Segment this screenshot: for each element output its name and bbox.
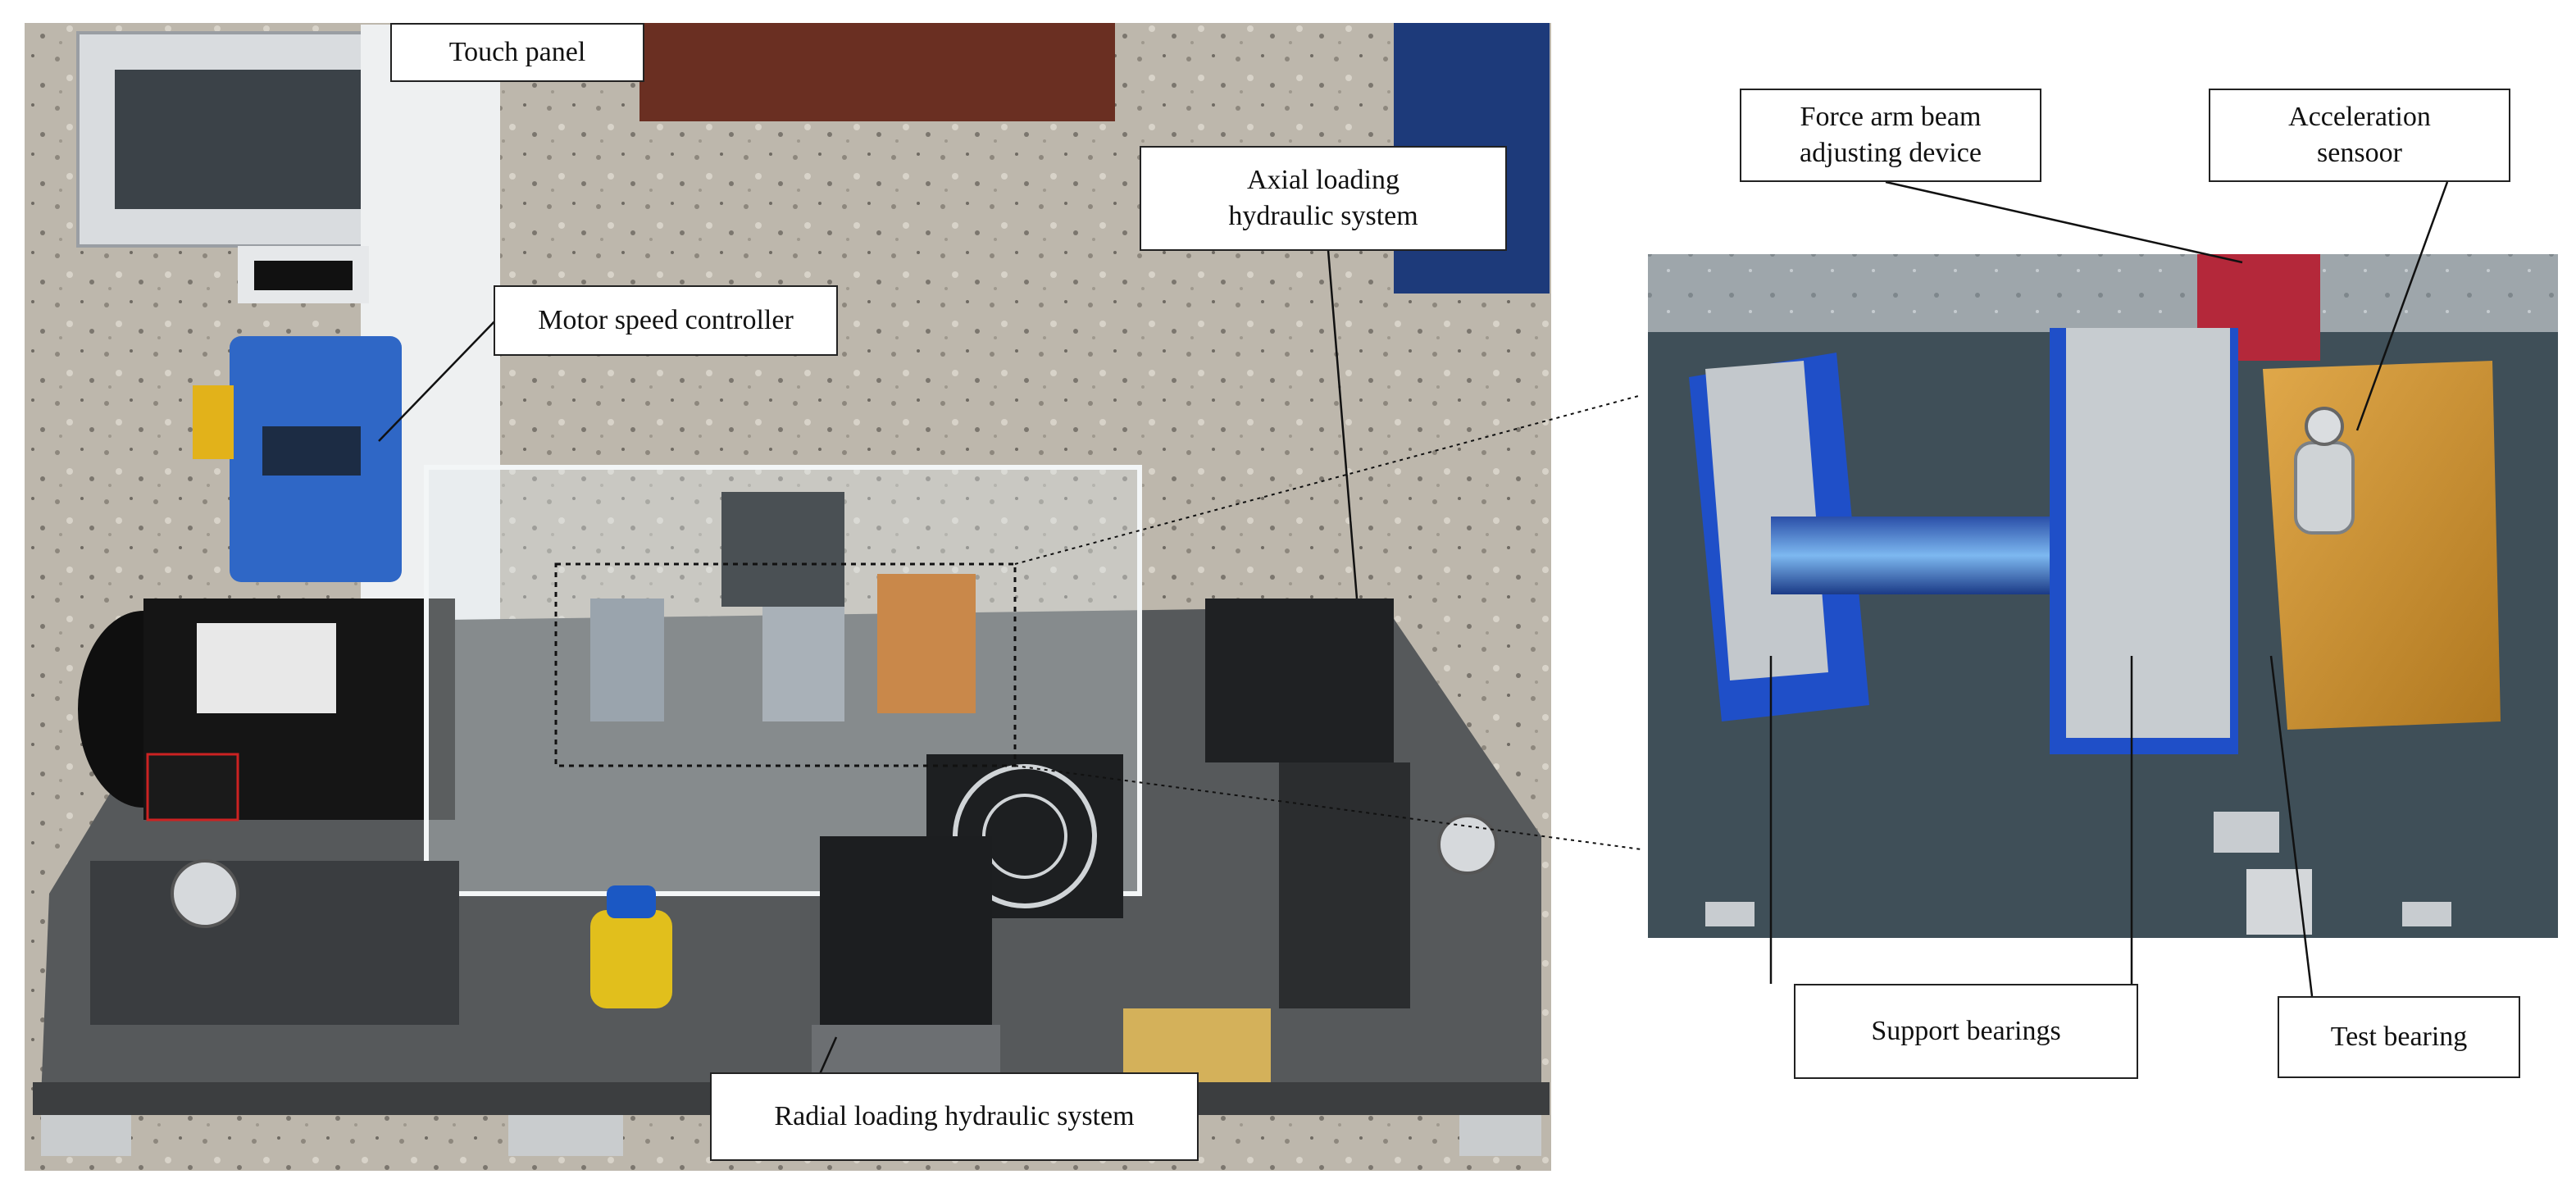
- leader-test-bearing: [2269, 655, 2314, 997]
- right-photo: [1648, 254, 2558, 938]
- zoom-floor: [1648, 254, 2558, 332]
- acceleration-sensor-connector: [2305, 407, 2344, 446]
- foot-left: [41, 1115, 131, 1156]
- motor-junction-box: [146, 753, 239, 822]
- zoom-clamp-2: [1705, 902, 1755, 926]
- left-pump: [90, 861, 459, 1025]
- zoom-line-top: [1014, 394, 1642, 565]
- leader-acceleration-sensor: [2355, 181, 2449, 431]
- label-acceleration-sensor: Acceleration sensoor: [2209, 89, 2510, 182]
- label-support-bearings: Support bearings: [1794, 984, 2138, 1079]
- foot-middle: [508, 1115, 623, 1156]
- label-force-arm: Force arm beam adjusting device: [1740, 89, 2041, 182]
- label-radial-loading: Radial loading hydraulic system: [710, 1072, 1199, 1161]
- zoom-clamp-3: [2402, 902, 2451, 926]
- radial-hydraulic-base: [812, 1025, 1000, 1074]
- leader-axial-loading: [1327, 249, 1359, 599]
- yellow-switch: [193, 385, 234, 459]
- zoom-clamp-1: [2214, 812, 2279, 853]
- left-pressure-gauge: [171, 859, 239, 928]
- speed-display: [254, 261, 353, 290]
- zoom-block: [2246, 869, 2312, 935]
- enclosure-test-bearing: [877, 574, 976, 713]
- enclosure-adjuster: [721, 492, 844, 607]
- axial-hydraulic-block: [1205, 598, 1394, 762]
- axial-hydraulic-cylinder: [1279, 762, 1410, 1008]
- test-bearing-housing: [2263, 361, 2501, 730]
- label-touch-panel: Touch panel: [390, 23, 644, 82]
- leader-radial-loading: [818, 1036, 838, 1075]
- support-bearing-plate-left: [1705, 361, 1828, 680]
- controller-keypad: [262, 426, 361, 476]
- leader-motor-speed-controller: [378, 315, 501, 442]
- zoom-line-bottom: [1014, 765, 1642, 850]
- right-pressure-gauge: [1437, 814, 1498, 875]
- motor-nameplate: [197, 623, 336, 713]
- enclosure-support-bearing-1: [590, 598, 664, 721]
- label-test-bearing: Test bearing: [2278, 996, 2520, 1078]
- nameplate-plaque: [1123, 1008, 1271, 1082]
- leader-lines: [378, 180, 2449, 1075]
- zoom-frame: [554, 562, 1017, 767]
- acceleration-sensor-body: [2294, 441, 2355, 535]
- blue-cap: [607, 885, 656, 918]
- foot-right: [1459, 1115, 1541, 1156]
- radial-hydraulic-block: [820, 836, 992, 1033]
- support-bearing-plate-right: [2066, 328, 2230, 738]
- yellow-filter: [590, 910, 672, 1008]
- touch-panel-screen: [115, 70, 385, 209]
- background-cabinet: [639, 23, 1115, 121]
- label-axial-loading: Axial loading hydraulic system: [1140, 146, 1507, 251]
- label-motor-speed-controller: Motor speed controller: [494, 285, 838, 356]
- leader-force-arm: [1885, 180, 2243, 264]
